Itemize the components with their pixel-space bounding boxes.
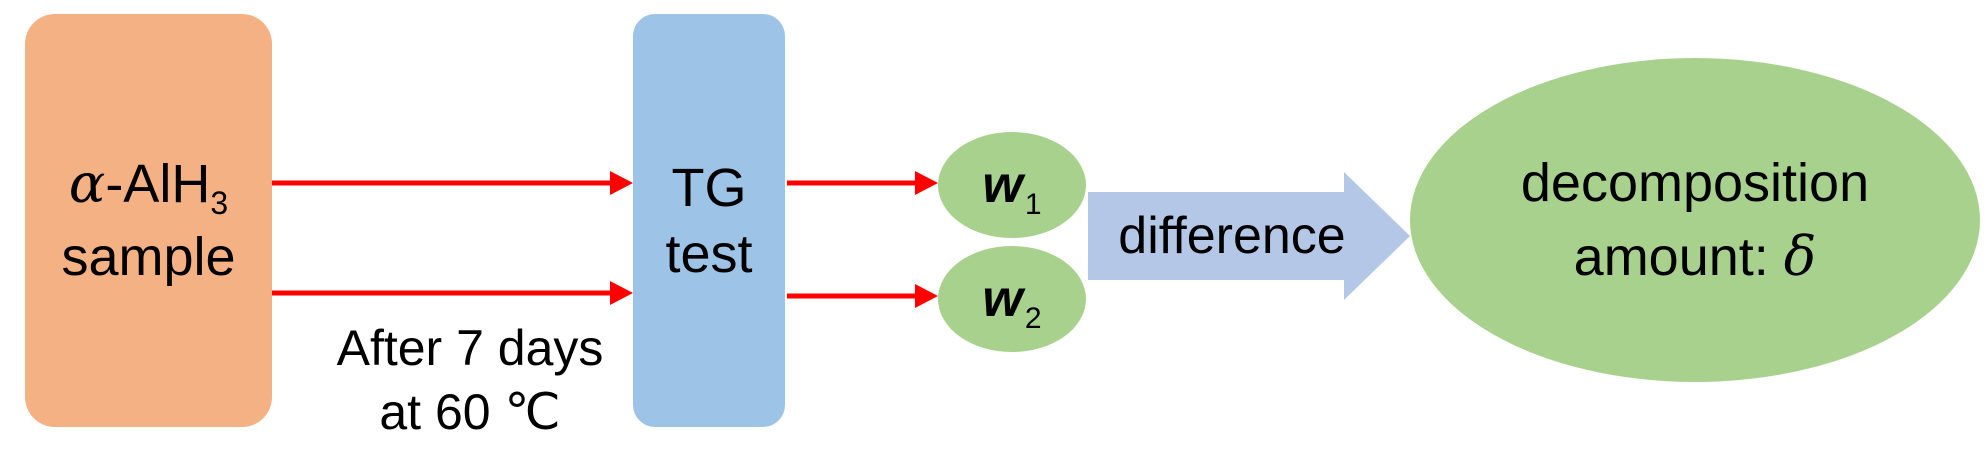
w1-oval: w1 [938,132,1086,238]
sample-to-tg-arrow-bottom [272,281,633,305]
sample-to-tg-arrow-top [272,171,633,195]
tg-to-w1-arrow [787,171,938,195]
condition-line2: at 60 ℃ [379,384,561,440]
sample-box-label: α-AlH3 sample [61,151,235,290]
result-line2: amount: δ [1521,220,1869,294]
sample-box: α-AlH3 sample [25,14,272,427]
tg-test-label: TG test [665,155,752,287]
tg-line2: test [665,223,753,284]
w1-subscript: 1 [1024,188,1042,221]
w1-label: w1 [982,155,1041,221]
tg-test-box: TG test [633,14,785,427]
tg-line1: TG [671,157,747,218]
difference-block-arrow [1088,172,1410,300]
alpha-symbol: α [68,152,106,215]
w2-label: w2 [982,269,1041,335]
decomposition-amount-oval: decomposition amount: δ [1410,58,1980,382]
sample-formula-subscript: 3 [210,185,229,221]
w1-letter: w [982,156,1023,214]
result-line2-text: amount: [1573,227,1784,287]
condition-line1: After 7 days [336,320,604,376]
tg-to-w2-arrow [787,284,938,308]
w2-oval: w2 [938,246,1086,352]
delta-symbol: δ [1783,225,1817,288]
result-label: decomposition amount: δ [1521,146,1869,294]
difference-label: difference [1118,207,1346,265]
w2-subscript: 2 [1024,302,1042,335]
storage-condition-label: After 7 days at 60 ℃ [310,316,630,444]
sample-formula-main: -AlH [105,154,211,214]
result-line1: decomposition [1520,153,1870,213]
w2-letter: w [982,270,1023,328]
sample-word: sample [61,227,236,287]
sample-formula: α-AlH3 [61,151,235,224]
